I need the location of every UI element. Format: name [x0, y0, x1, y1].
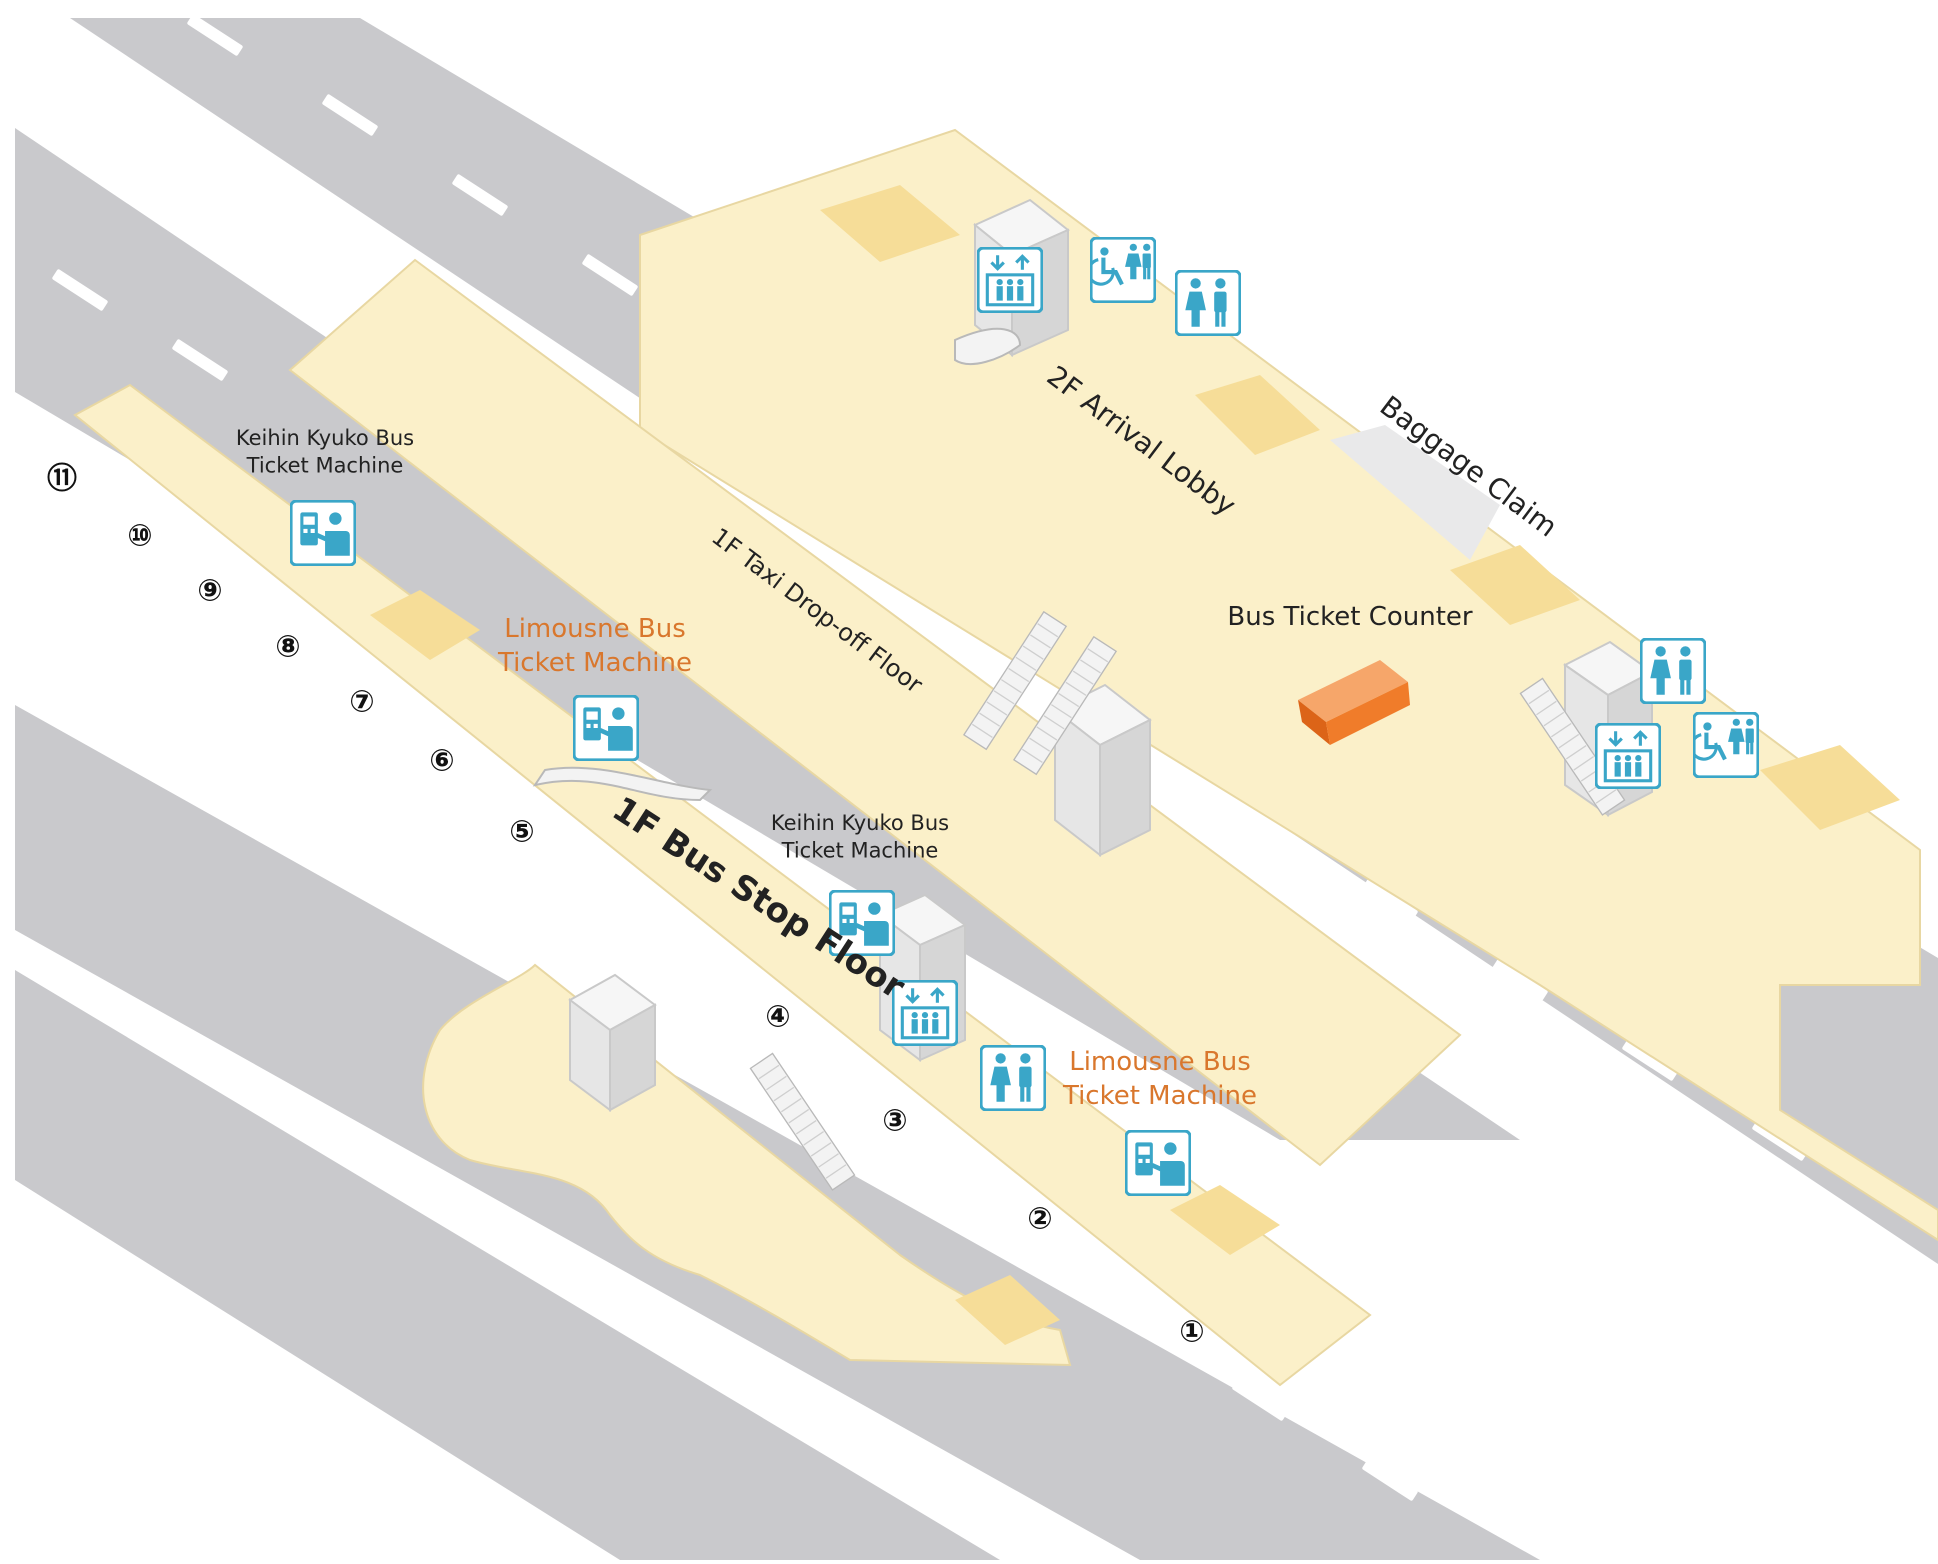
bus-stop-number: ⑥ — [429, 744, 454, 779]
bus-stop-number: ② — [1027, 1202, 1052, 1237]
accessible-restroom-icon — [1692, 713, 1758, 777]
bus-floor-accent-2 — [1170, 1185, 1280, 1255]
bus-stop-number: ⑧ — [275, 630, 300, 665]
accessible-restroom-icon — [1089, 238, 1155, 302]
bus-stair-curve — [532, 766, 713, 802]
label-line: Ticket Machine — [497, 648, 692, 678]
bus-stop-number: ① — [1179, 1315, 1204, 1350]
bus-stop-number: ⑤ — [509, 815, 534, 850]
label-line: Limousne Bus — [504, 614, 686, 644]
bus-stop-number: ⑨ — [197, 574, 222, 609]
lobby-accent-2 — [1195, 375, 1320, 455]
elevator-icon — [892, 980, 958, 1046]
ticket-machine-icon — [573, 695, 639, 761]
label-line: Keihin Kyuko Bus — [771, 811, 949, 835]
bus-stop-numbers: ① ② ③ ④ ⑤ ⑥ ⑦ ⑧ ⑨ ⑩ ⑪ — [47, 462, 1205, 1350]
elevator-shaft-annex — [568, 973, 657, 1112]
restroom-icon — [1640, 638, 1706, 704]
lobby-accent-4 — [1760, 745, 1900, 830]
bus-stop-number: ⑩ — [127, 519, 152, 554]
restroom-icon — [980, 1045, 1046, 1111]
bus-floor-accent-1 — [370, 590, 480, 660]
taxi-dropoff-floor — [288, 258, 1462, 1167]
label-line: Ticket Machine — [1062, 1081, 1257, 1111]
road-bottom — [15, 970, 1000, 1560]
road-low — [15, 705, 1540, 1560]
lobby-accent-3 — [1450, 545, 1580, 625]
label-line: Ticket Machine — [246, 453, 404, 477]
bus-stop-number: ⑦ — [349, 685, 374, 720]
elevator-icon — [1595, 723, 1661, 789]
baggage-claim-area — [1330, 425, 1500, 560]
escalators — [532, 327, 1626, 1191]
building-blocks — [568, 198, 1654, 1112]
ticket-machine-icon — [1125, 1130, 1191, 1196]
platforms — [73, 128, 1938, 1387]
bus-ticket-counter-block — [1298, 660, 1410, 745]
annex-accent — [955, 1275, 1060, 1345]
lobby-stair-curve — [954, 327, 1022, 365]
label-line: Limousne Bus — [1069, 1047, 1251, 1077]
elevator-icon — [977, 247, 1043, 313]
label-line: Keihin Kyuko Bus — [236, 426, 414, 450]
bus-stop-number: ③ — [882, 1104, 907, 1139]
bus-stop-number: ④ — [765, 1000, 790, 1035]
ticket-machine-icon — [290, 500, 356, 566]
label-bus-ticket-counter: Bus Ticket Counter — [1227, 602, 1473, 632]
arrival-lobby-floor — [639, 128, 1938, 1242]
bus-stop-number: ⑪ — [47, 462, 77, 497]
lobby-accent-1 — [820, 185, 960, 262]
label-line: Ticket Machine — [781, 838, 939, 862]
restroom-icon — [1175, 270, 1241, 336]
